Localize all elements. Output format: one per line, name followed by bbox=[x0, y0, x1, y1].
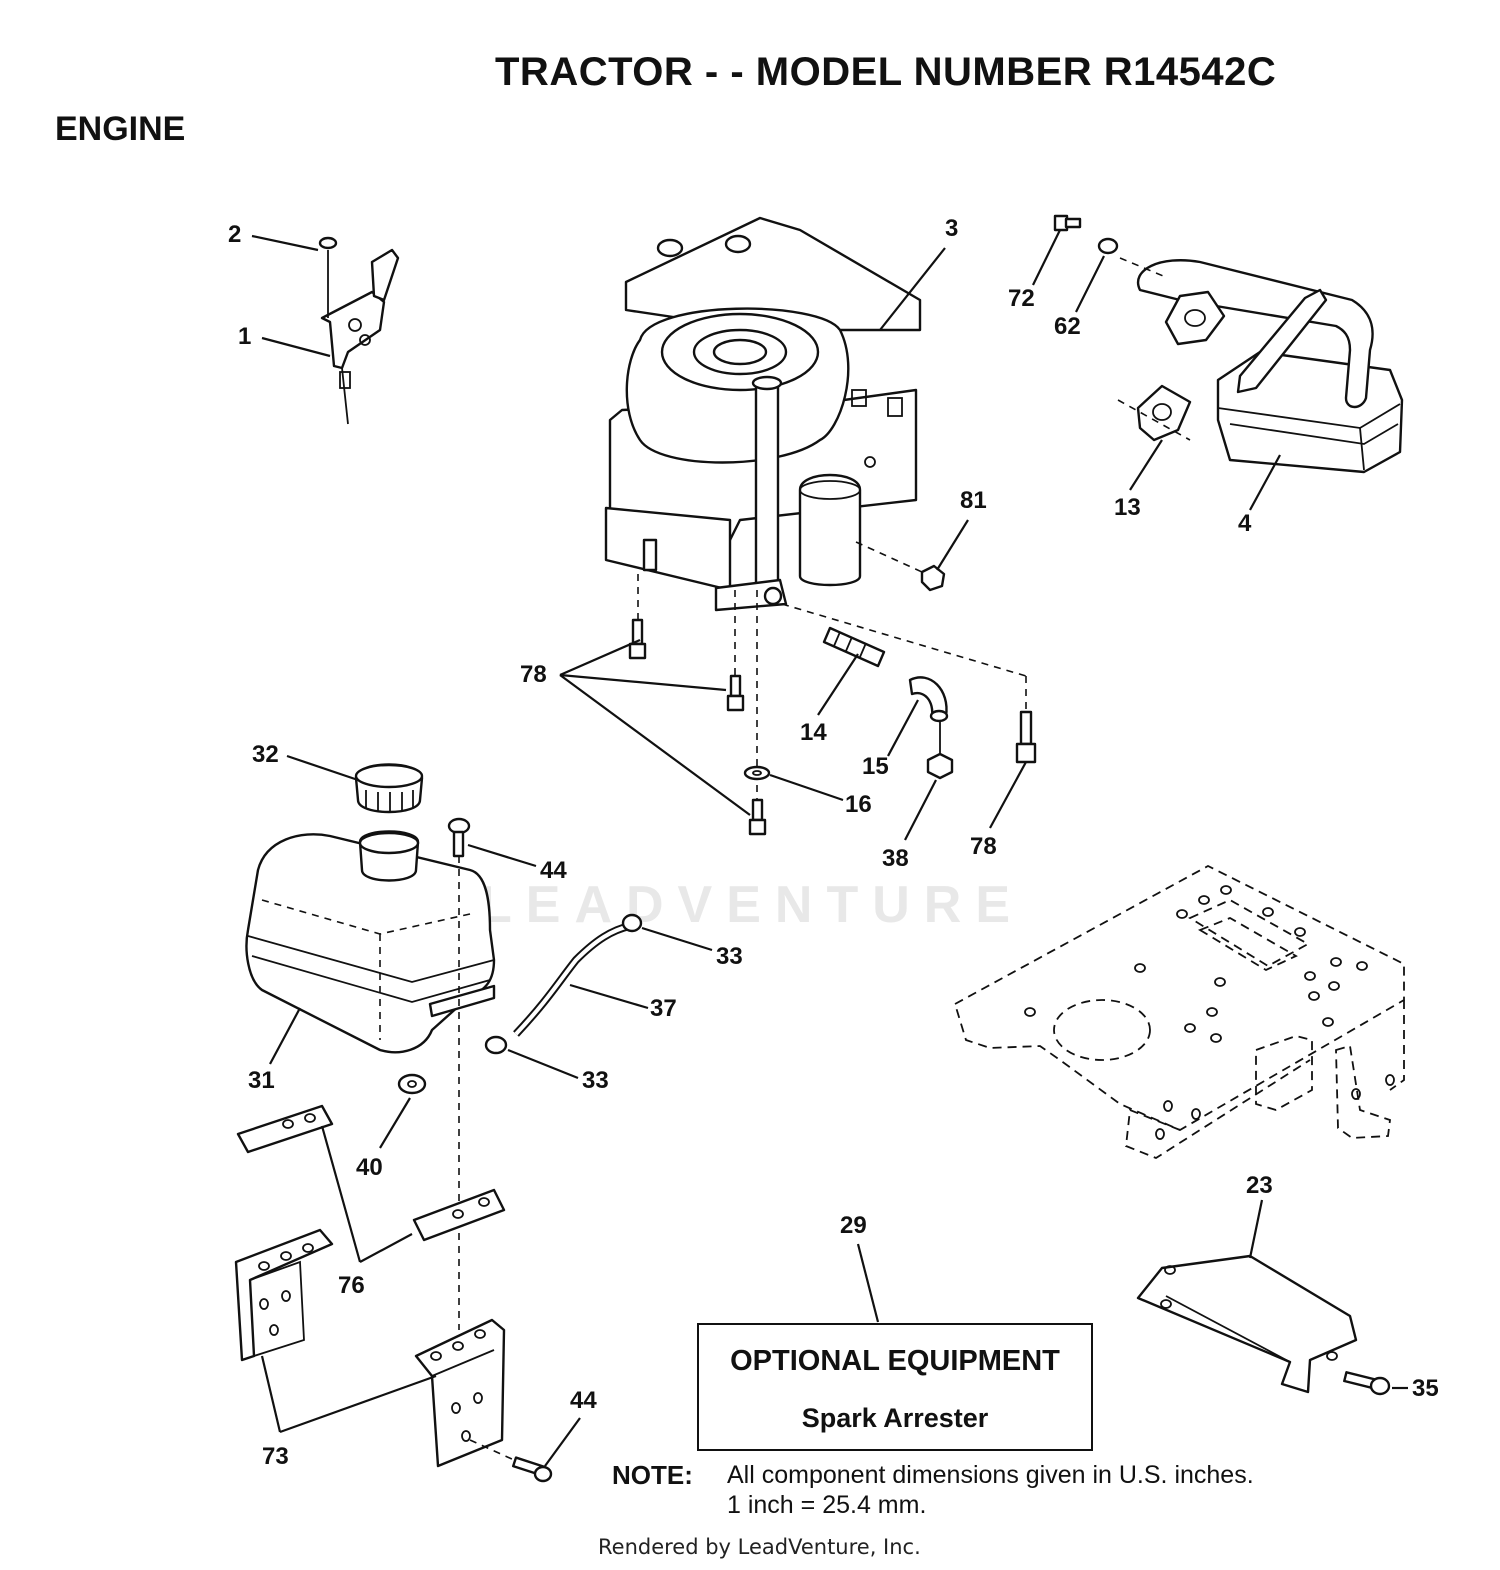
note-label: NOTE: bbox=[612, 1460, 693, 1490]
callout-73: 73 bbox=[262, 1443, 289, 1470]
bolt-78-a[interactable] bbox=[628, 618, 647, 660]
callout-13: 13 bbox=[1114, 494, 1141, 521]
bracket-73-b[interactable] bbox=[414, 1318, 506, 1468]
bolt-78-c[interactable] bbox=[748, 798, 767, 836]
fuel-tank-31[interactable] bbox=[245, 830, 496, 1054]
callout-35: 35 bbox=[1412, 1375, 1439, 1402]
strap-76-a[interactable] bbox=[236, 1104, 334, 1154]
callout-16: 16 bbox=[845, 791, 872, 818]
gasket-13[interactable] bbox=[1136, 384, 1192, 442]
bolt-78-d[interactable] bbox=[1015, 710, 1037, 764]
callout-76: 76 bbox=[338, 1272, 365, 1299]
note-line-2: 1 inch = 25.4 mm. bbox=[727, 1491, 927, 1519]
callout-4: 4 bbox=[1238, 510, 1252, 537]
page-title: TRACTOR - - MODEL NUMBER R14542C bbox=[495, 50, 1277, 94]
screw-44-top[interactable] bbox=[447, 817, 471, 858]
throttle-control[interactable] bbox=[318, 236, 400, 425]
note-line-1: All component dimensions given in U.S. i… bbox=[727, 1461, 1254, 1489]
footer-credit: Rendered by LeadVenture, Inc. bbox=[598, 1535, 921, 1559]
muffler-4[interactable] bbox=[1136, 259, 1404, 474]
watermark: LEADVENTURE bbox=[480, 876, 1025, 934]
section-title: ENGINE bbox=[55, 110, 186, 148]
callout-81: 81 bbox=[960, 487, 987, 514]
callout-14: 14 bbox=[800, 719, 827, 746]
callout-31: 31 bbox=[248, 1067, 275, 1094]
nut-38[interactable] bbox=[926, 722, 954, 780]
callout-78-b: 78 bbox=[970, 833, 997, 860]
optional-equipment-item: Spark Arrester bbox=[801, 1403, 989, 1433]
callout-1: 1 bbox=[238, 323, 251, 350]
optional-equipment-box: OPTIONAL EQUIPMENT Spark Arrester bbox=[697, 1323, 1093, 1451]
callout-78-a: 78 bbox=[520, 661, 547, 688]
fuel-line-37[interactable] bbox=[513, 922, 631, 1037]
callout-15: 15 bbox=[862, 753, 889, 780]
bracket-73-a[interactable] bbox=[234, 1228, 334, 1362]
washer-62[interactable] bbox=[1097, 237, 1119, 255]
callout-2: 2 bbox=[228, 221, 241, 248]
callout-72: 72 bbox=[1008, 285, 1035, 312]
callout-3: 3 bbox=[945, 215, 958, 242]
note-text: All component dimensions given in U.S. i… bbox=[727, 1460, 1254, 1520]
callout-33-a: 33 bbox=[716, 943, 743, 970]
callout-62: 62 bbox=[1054, 313, 1081, 340]
bushing-40[interactable] bbox=[397, 1073, 427, 1095]
callout-29: 29 bbox=[840, 1212, 867, 1239]
callout-44-b: 44 bbox=[570, 1387, 597, 1414]
hose-clamp-33-a[interactable] bbox=[621, 913, 643, 933]
engine-assembly[interactable] bbox=[604, 216, 922, 612]
screw-44-bottom[interactable] bbox=[511, 1456, 553, 1483]
callout-32: 32 bbox=[252, 741, 279, 768]
screw-35[interactable] bbox=[1343, 1371, 1391, 1396]
tractor-frame bbox=[953, 864, 1405, 1160]
bolt-72[interactable] bbox=[1053, 214, 1082, 232]
nut-81[interactable] bbox=[920, 564, 946, 592]
shield-23[interactable] bbox=[1136, 1254, 1358, 1394]
pipe-nipple-14[interactable] bbox=[822, 626, 886, 668]
callout-40: 40 bbox=[356, 1154, 383, 1181]
optional-equipment-title: OPTIONAL EQUIPMENT bbox=[730, 1345, 1060, 1377]
callout-44-a: 44 bbox=[540, 857, 567, 884]
fuel-cap-32[interactable] bbox=[354, 763, 424, 814]
bolt-78-b[interactable] bbox=[726, 674, 745, 712]
strap-76-b[interactable] bbox=[412, 1188, 506, 1242]
callout-38: 38 bbox=[882, 845, 909, 872]
callout-33-b: 33 bbox=[582, 1067, 609, 1094]
callout-23: 23 bbox=[1246, 1172, 1273, 1199]
hose-clamp-33-b[interactable] bbox=[484, 1035, 508, 1055]
callout-37: 37 bbox=[650, 995, 677, 1022]
washer-16[interactable] bbox=[743, 765, 771, 781]
elbow-15[interactable] bbox=[908, 676, 949, 723]
